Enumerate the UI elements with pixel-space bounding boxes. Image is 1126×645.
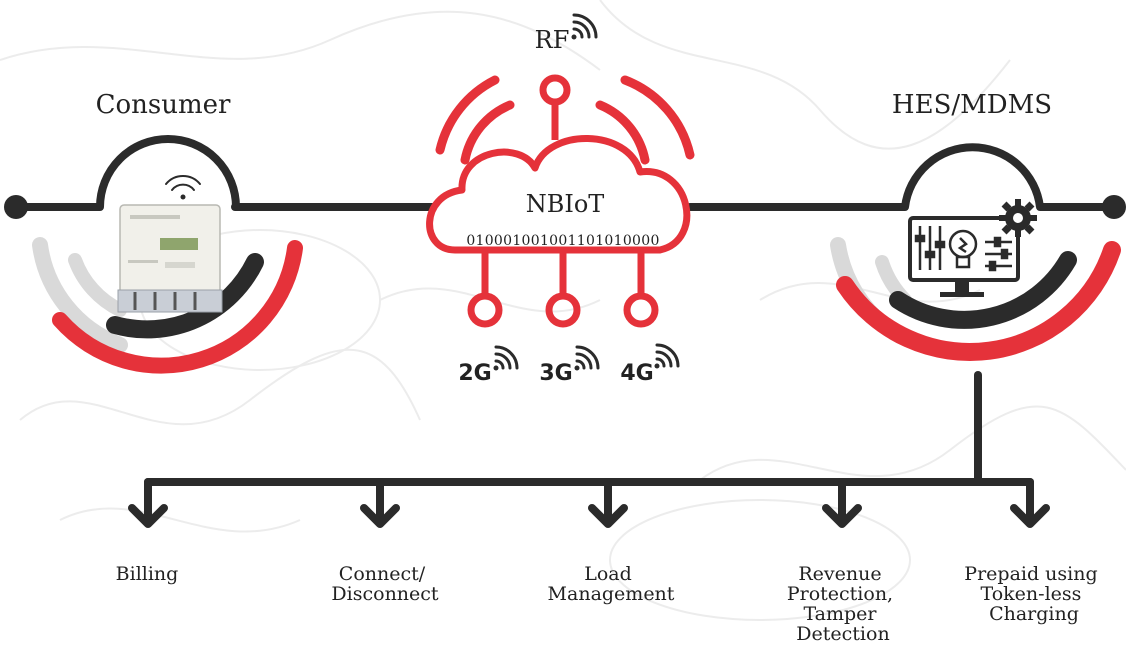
lightbulb-icon [948,229,978,269]
distribution-tree [144,371,1034,526]
hes-arc-dark [889,251,1077,329]
arrow-revenue-protection [822,504,862,528]
monitor-icon [908,216,1020,297]
network-label-3g: 3G [539,361,572,386]
output-label-revenue-protection: Revenue Protection, Tamper Detection [787,563,899,645]
output-label-billing: Billing [116,563,179,585]
binary-string: 010001001001101010000 [466,233,659,249]
network-connectors [467,250,659,328]
hes-arc-red [836,241,1121,361]
right-end-dot [1102,195,1126,219]
smart-meter-image [117,204,223,313]
output-label-prepaid: Prepaid using Token-less Charging [964,563,1103,625]
output-arrowheads [128,504,1050,528]
network-label-2g: 2G [458,361,491,386]
consumer-label: Consumer [96,90,231,120]
signal-waves [435,75,695,165]
consumer-arc-gray-inner [68,253,127,317]
cloud-label: NBIoT [526,190,605,218]
arrow-billing [128,504,168,528]
wifi-icon [165,174,201,200]
cloud-node: NBIoT 010001001001101010000 RF 2G 3G 4G [426,13,695,386]
consumer-node: Consumer [32,90,303,374]
hes-mdms-label: HES/MDMS [892,90,1052,120]
arrow-prepaid [1010,504,1050,528]
network-label-4g: 4G [620,361,653,386]
consumer-arc-dark [106,253,264,339]
hes-dome [901,143,1044,208]
output-label-connect-disconnect: Connect/ Disconnect [331,563,438,605]
hes-mdms-node: HES/MDMS [830,90,1121,361]
rf-signal-icon [571,13,598,40]
gear-icon [999,199,1037,237]
output-label-load-management: Load Management [548,563,675,605]
consumer-arc-red [52,240,303,374]
consumer-arc-gray [32,237,128,353]
left-end-dot [4,195,28,219]
consumer-dome [96,135,240,208]
arrow-load-management [588,504,628,528]
rf-label: RF [535,26,570,54]
output-labels: Billing Connect/ Disconnect Load Managem… [116,563,1103,645]
arrow-connect-disconnect [360,504,400,528]
network-signal-icons [493,343,680,371]
rf-antenna-ball [539,74,571,106]
cloud-shape [426,135,691,254]
